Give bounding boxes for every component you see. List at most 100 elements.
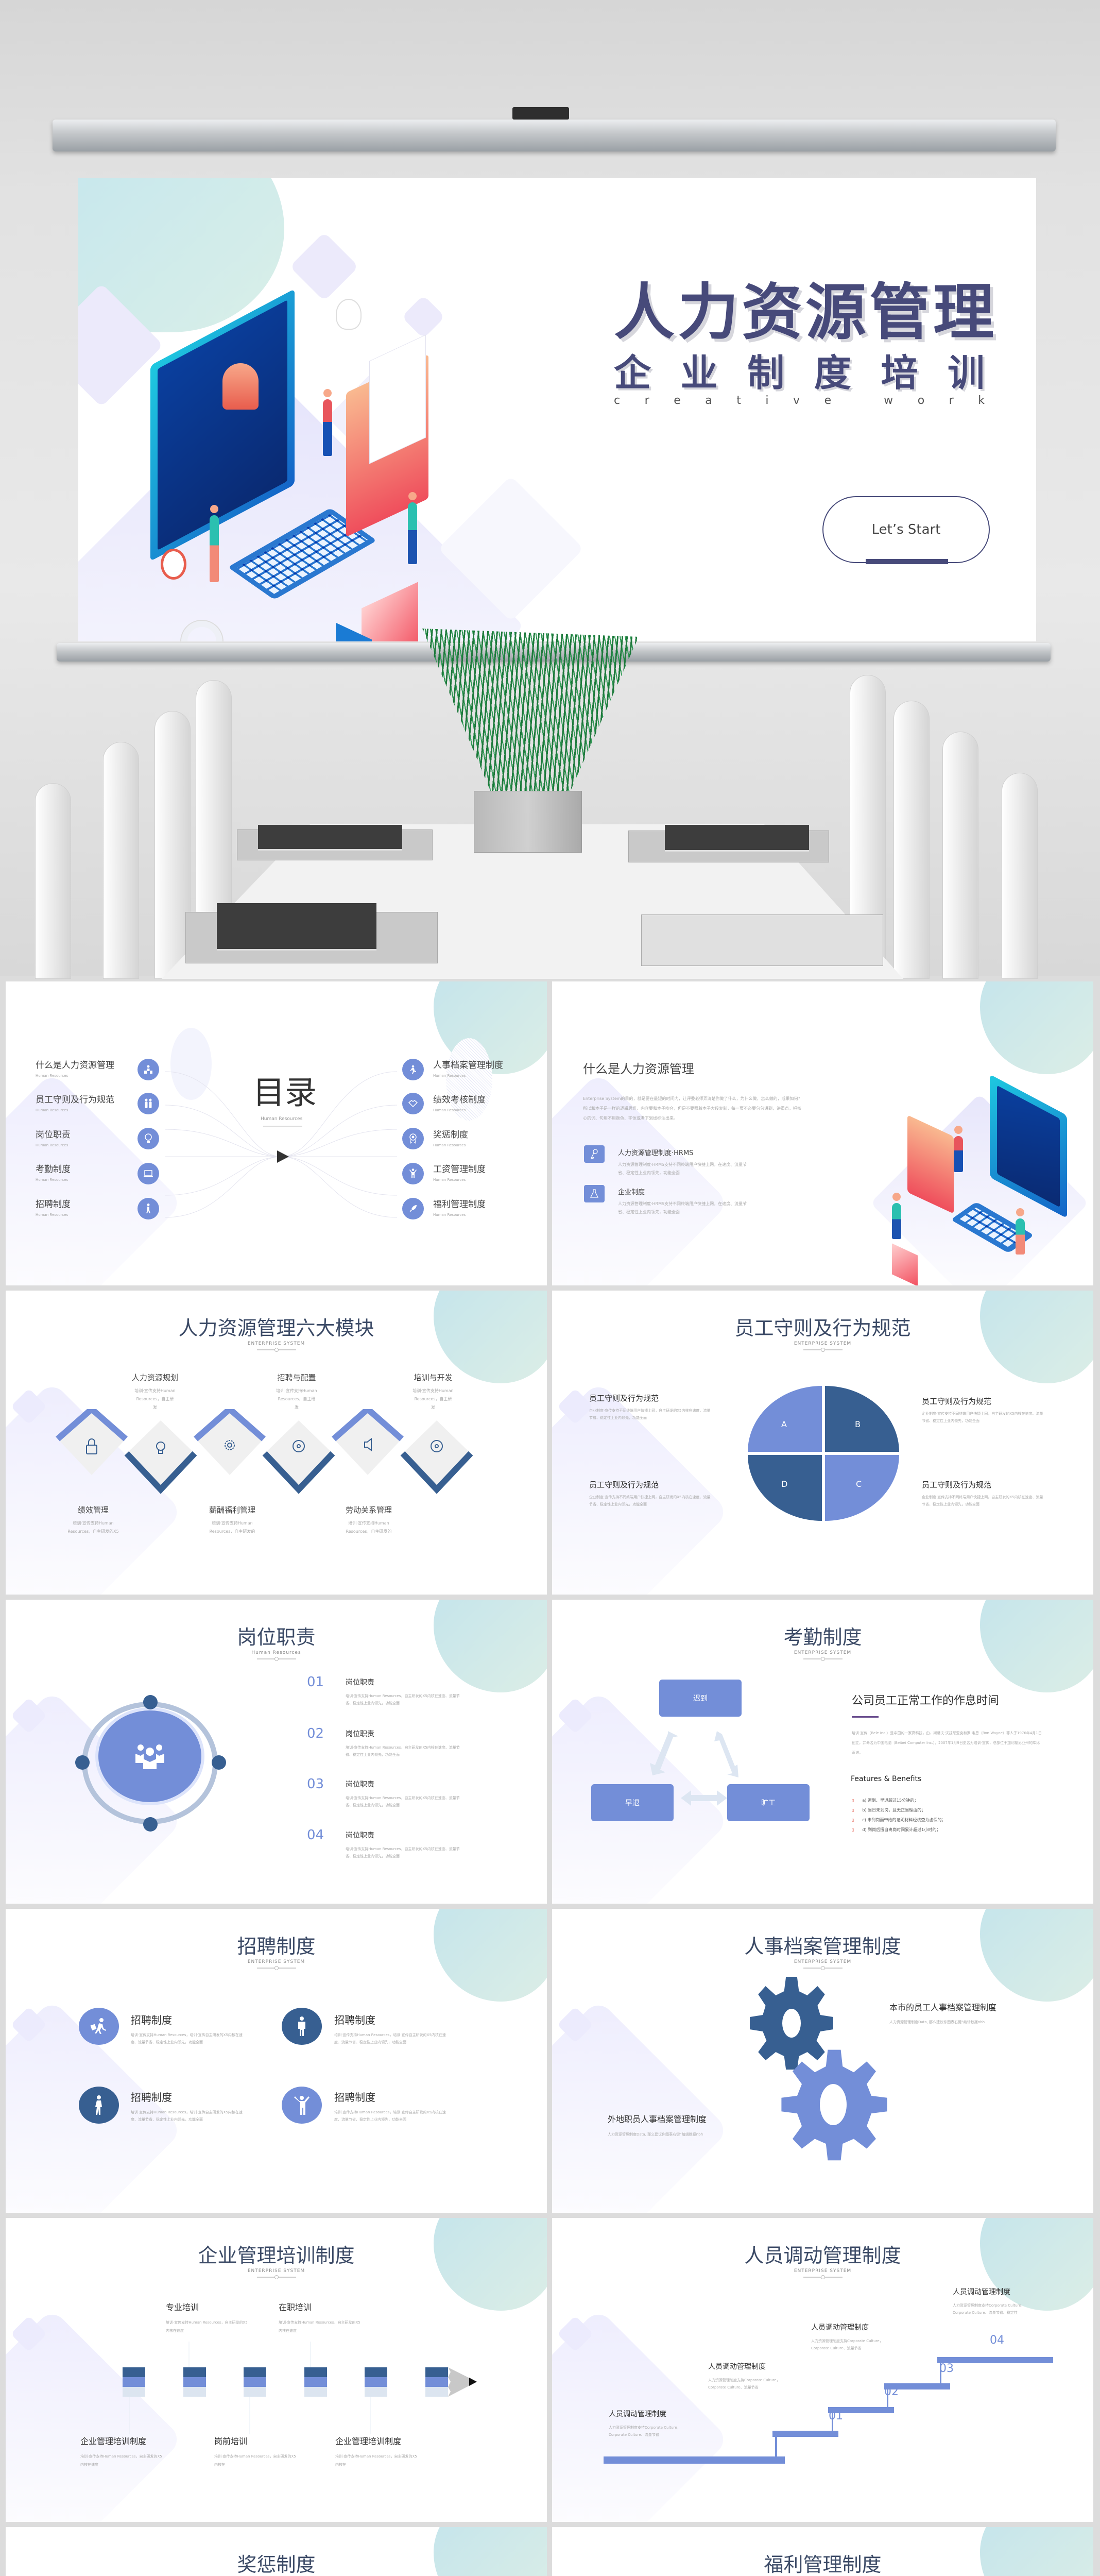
toc-item-label: 岗位职责 bbox=[36, 1130, 71, 1140]
slide-job-duties[interactable]: 岗位职责 Human Resources 01 岗位职责 培训·宣传支持Huma… bbox=[6, 1600, 547, 1904]
slide-training[interactable]: 企业管理培训制度 ENTERPRISE SYSTEM 专业培训 培训·宣传支持H… bbox=[6, 2218, 547, 2522]
item-title: 本市的员工人事档案管理制度 bbox=[889, 2003, 997, 2012]
slide-staff-transfer[interactable]: 人员调动管理制度 ENTERPRISE SYSTEM 01 02 03 04 人… bbox=[552, 2218, 1093, 2522]
feature-item: ▯d) 到岗后擅自离岗时间累计超过1小时的； bbox=[852, 1827, 941, 1832]
lightbulb-icon bbox=[336, 299, 362, 330]
chair bbox=[1002, 773, 1038, 979]
person-arms-up-icon bbox=[402, 1163, 424, 1184]
divider bbox=[256, 2275, 296, 2279]
toc-title: 目录 bbox=[253, 1074, 317, 1111]
slide-toc[interactable]: 目录 Human Resources 什么是人力资源管理 Human Resou… bbox=[6, 981, 547, 1285]
teal-blob bbox=[980, 981, 1093, 1074]
toc-item[interactable]: 招聘制度 Human Resources bbox=[36, 1197, 71, 1217]
item-title: 岗位职责 bbox=[346, 1730, 374, 1738]
item-body: 培训·宣传支持Human Resources，培训·宣传自主研发的X5内核在速度… bbox=[131, 2033, 243, 2044]
item-title: 岗位职责 bbox=[346, 1679, 374, 1687]
item-body: 人力资源管理制度Data, 那么建议你图表右键“编辑数据nbh bbox=[889, 2020, 985, 2024]
toc-item[interactable]: 什么是人力资源管理 Human Resources bbox=[36, 1058, 114, 1078]
walking-with-bag-icon bbox=[79, 2008, 119, 2045]
slide-recruitment[interactable]: 招聘制度 ENTERPRISE SYSTEM 招聘制度 培训·宣传支持Human… bbox=[6, 1909, 547, 2213]
isometric-office-illustration bbox=[870, 1074, 1089, 1285]
rocket-icon bbox=[402, 1198, 424, 1219]
slide-subtitle: ENTERPRISE SYSTEM bbox=[794, 1959, 852, 1964]
disc-icon bbox=[293, 1440, 305, 1452]
slide-six-modules[interactable]: 人力资源管理六大模块 ENTERPRISE SYSTEM 人力资源规划 培训·宣… bbox=[6, 1291, 547, 1595]
module-body: 培训·宣传支持Human Resources，自主研发的 bbox=[346, 1521, 392, 1534]
module-item[interactable]: 劳动关系管理 培训·宣传支持Human Resources，自主研发的 bbox=[328, 1504, 410, 1536]
item-title: 员工守则及行为规范 bbox=[922, 1397, 992, 1406]
item-body: 培训·宣传支持Human Resources，自主研发的X5内核在速度、流量节省… bbox=[346, 1694, 460, 1705]
stopwatch-icon bbox=[161, 549, 186, 580]
item-title: 在职培训 bbox=[279, 2302, 312, 2312]
subtitle-char: 培 bbox=[881, 351, 918, 395]
item-title: 员工守则及行为规范 bbox=[922, 1480, 992, 1489]
section-heading: 公司员工正常工作的作息时间 bbox=[852, 1694, 1000, 1707]
gear-icon bbox=[225, 1440, 235, 1450]
module-title: 招聘与配置 bbox=[277, 1373, 316, 1382]
toc-item[interactable]: 福利管理制度 Human Resources bbox=[433, 1197, 486, 1217]
toc-item[interactable]: 工资管理制度 Human Resources bbox=[433, 1162, 486, 1182]
step-number: 02 bbox=[884, 2385, 899, 2398]
person-figure bbox=[323, 389, 332, 456]
slide-title: 考勤制度 bbox=[783, 1626, 862, 1649]
toc-item[interactable]: 考勤制度 Human Resources bbox=[36, 1162, 71, 1182]
screen-hanger-clip bbox=[512, 107, 569, 120]
module-item[interactable]: 人力资源规划 培训·宣传支持Human Resources，自主研发 bbox=[114, 1372, 196, 1412]
toc-item-sub: Human Resources bbox=[36, 1108, 68, 1112]
module-body: 培训·宣传支持Human Resources，自主研发 bbox=[276, 1388, 317, 1410]
slide-title: 招聘制度 bbox=[237, 1935, 316, 1958]
feature-item: ▯a) 迟到、早退超过15分钟的； bbox=[852, 1798, 919, 1803]
toc-item[interactable]: 人事档案管理制度 Human Resources bbox=[433, 1058, 503, 1078]
item-title: 招聘制度 bbox=[334, 2091, 375, 2104]
step-number: 04 bbox=[990, 2334, 1004, 2347]
subtitle-char: 业 bbox=[680, 351, 718, 395]
isometric-office-illustration bbox=[78, 178, 542, 641]
subtitle-char: 训 bbox=[947, 351, 985, 395]
toc-subtitle: Human Resources bbox=[261, 1116, 303, 1122]
feature-item: ▯c) 未到岗而带给的证明材料经核查为虚假的； bbox=[852, 1818, 946, 1822]
walking-person-icon bbox=[138, 1198, 159, 1219]
slide-subtitle: ENTERPRISE SYSTEM bbox=[794, 1341, 852, 1346]
person-arms-up-icon bbox=[282, 2087, 322, 2124]
slide-personnel-archives[interactable]: 人事档案管理制度 ENTERPRISE SYSTEM 本市的员工人事档案管理制度… bbox=[552, 1909, 1093, 2213]
orbit-dot bbox=[212, 1755, 226, 1770]
module-body: 培训·宣传支持Human Resources，自主研发的 bbox=[209, 1521, 255, 1534]
screen-top-bar bbox=[53, 120, 1056, 151]
module-title: 人力资源规划 bbox=[131, 1373, 178, 1382]
toc-item[interactable]: 绩效考核制度 Human Resources bbox=[433, 1092, 486, 1112]
module-item[interactable]: 绩效管理 培训·宣传支持Human Resources，自主研发的X5 bbox=[52, 1504, 134, 1536]
slide-welfare[interactable]: 福利管理制度 ENTERPRISE SYSTEM # HRM Section H… bbox=[552, 2527, 1093, 2576]
hero-scene: 人力资源管理 企 业 制 度 培 训 c r e a t i v e w o r… bbox=[0, 0, 1100, 979]
subtitle-char: 制 bbox=[747, 351, 785, 395]
module-item[interactable]: 培训与开发 培训·宣传支持Human Resources，自主研发 bbox=[392, 1372, 474, 1412]
slide-subtitle: ENTERPRISE SYSTEM bbox=[247, 2268, 305, 2274]
toc-item-sub: Human Resources bbox=[433, 1108, 466, 1112]
slide-code-of-conduct[interactable]: 员工守则及行为规范 ENTERPRISE SYSTEM A B C D 员工守则… bbox=[552, 1291, 1093, 1595]
slide-title: 人力资源管理六大模块 bbox=[178, 1317, 374, 1340]
tagline-char: k bbox=[978, 394, 985, 407]
slide-title: 人员调动管理制度 bbox=[744, 2244, 901, 2267]
step-body: 人力资源管理制度支持Corporate Culture，Corporate Cu… bbox=[708, 2378, 780, 2389]
slide-what-is-hrm[interactable]: 什么是人力资源管理 Enterprise System的目的，就是要在最短的时间… bbox=[552, 981, 1093, 1285]
item-title: 岗位职责 bbox=[346, 1781, 374, 1789]
lets-start-button[interactable]: Let’s Start bbox=[822, 496, 990, 564]
module-item[interactable]: 薪酬福利管理 培训·宣传支持Human Resources，自主研发的 bbox=[191, 1504, 273, 1536]
module-title: 薪酬福利管理 bbox=[209, 1505, 255, 1515]
toc-item[interactable]: 奖惩制度 Human Resources bbox=[433, 1127, 468, 1147]
bg-ellipse bbox=[170, 1028, 212, 1100]
toc-item[interactable]: 员工守则及行为规范 Human Resources bbox=[36, 1092, 114, 1112]
toc-item[interactable]: 岗位职责 Human Resources bbox=[36, 1127, 71, 1147]
slide-rewards-penalties[interactable]: 奖惩制度 ENTERPRISE SYSTEM 奖惩制度 如果你要使用 人力资源管… bbox=[6, 2527, 547, 2576]
divider bbox=[256, 1657, 296, 1661]
item-body: 培训·宣传支持Human Resources，自主研发的X5内核在速度、流量节省… bbox=[346, 1796, 460, 1807]
toc-item-sub: Human Resources bbox=[433, 1143, 466, 1147]
slide-attendance[interactable]: 考勤制度 ENTERPRISE SYSTEM 迟到 早退 旷工 公司员工正常工作… bbox=[552, 1600, 1093, 1904]
quadrant-label: D bbox=[781, 1479, 788, 1489]
laptop-icon bbox=[138, 1163, 159, 1184]
divider bbox=[803, 1657, 843, 1661]
module-item[interactable]: 招聘与配置 培训·宣传支持Human Resources，自主研发 bbox=[255, 1372, 338, 1412]
tagline-char: e bbox=[674, 394, 681, 407]
divider bbox=[803, 1966, 843, 1970]
item-title: 企业管理培训制度 bbox=[335, 2436, 402, 2446]
computer-monitor-icon bbox=[150, 289, 295, 562]
